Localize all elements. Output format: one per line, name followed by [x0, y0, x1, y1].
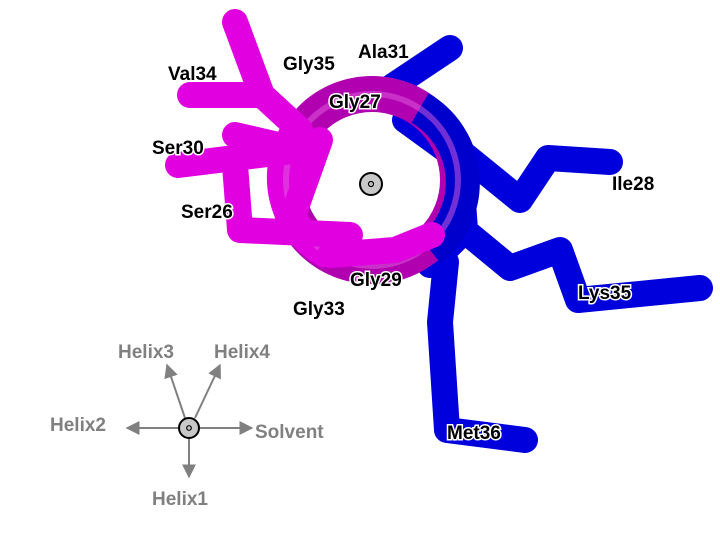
- ser30-side-chain: [165, 122, 313, 178]
- hydrophilic-side-chains: [165, 9, 445, 268]
- arrow-helix4: [194, 363, 221, 419]
- label-gly29: Gly29: [350, 270, 402, 291]
- label-ser26: Ser26: [181, 202, 233, 223]
- label-gly35: Gly35: [283, 54, 335, 75]
- compass-label-helix3: Helix3: [118, 342, 174, 363]
- compass-label-solvent: Solvent: [255, 422, 324, 443]
- compass-label-helix2: Helix2: [50, 415, 106, 436]
- arrow-helix3: [164, 363, 186, 419]
- label-gly27: Gly27: [329, 92, 381, 113]
- gly29-side-chain: [317, 222, 445, 268]
- ser26-side-chain: [222, 152, 363, 248]
- lys35-side-chain: [457, 222, 713, 313]
- gly27-side-chain: [282, 127, 333, 223]
- ile28-side-chain: [427, 122, 623, 213]
- helix-axis-icon: [359, 172, 383, 196]
- label-gly33: Gly33: [293, 299, 345, 320]
- compass-label-helix4: Helix4: [214, 342, 270, 363]
- compass-label-helix1: Helix1: [152, 489, 208, 510]
- gly35-side-chain: [249, 82, 313, 143]
- label-met36: Met36: [447, 423, 501, 444]
- orientation-compass: Helix3 Helix4 Helix2 Solvent Helix1: [50, 342, 324, 510]
- helix-backbone: [266, 76, 480, 284]
- residue-labels: Val34 Gly35 Ala31 Gly27 Ser30 Ile28 Ser2…: [151, 41, 656, 446]
- label-ala31: Ala31: [358, 42, 409, 63]
- label-ile28: Ile28: [612, 174, 654, 195]
- label-lys35: Lys35: [578, 283, 632, 304]
- compass-center-icon: [178, 417, 200, 439]
- met36-side-chain: [427, 249, 538, 453]
- label-ser30: Ser30: [152, 138, 204, 159]
- label-val34: Val34: [168, 64, 217, 85]
